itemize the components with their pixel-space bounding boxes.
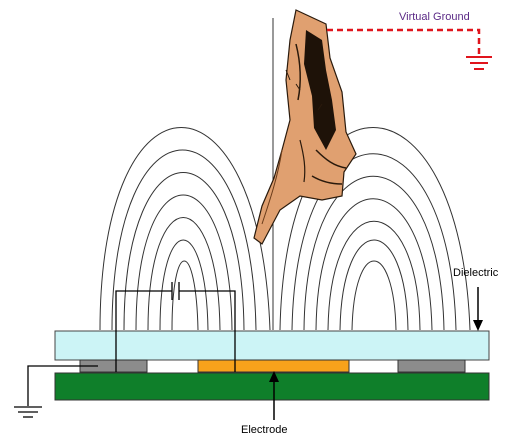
ground-icon [466,56,492,70]
dielectric-arrow [473,287,483,331]
dielectric-layer [54,330,490,361]
field-lines-right [279,127,471,331]
ground-pad-right [397,359,466,373]
ground-icon [14,406,42,418]
virtual-ground-label: Virtual Ground [399,11,470,23]
dielectric-label: Dielectric [453,267,499,279]
pointing-hand-icon [253,9,357,245]
field-lines-left [99,127,271,331]
capacitor-icon [115,282,236,372]
electrode-pad [197,359,350,373]
pcb-ground-connection [14,365,98,418]
electrode-label: Electrode [241,424,288,436]
electrode-arrow [269,371,279,420]
virtual-ground-connection [327,28,492,70]
